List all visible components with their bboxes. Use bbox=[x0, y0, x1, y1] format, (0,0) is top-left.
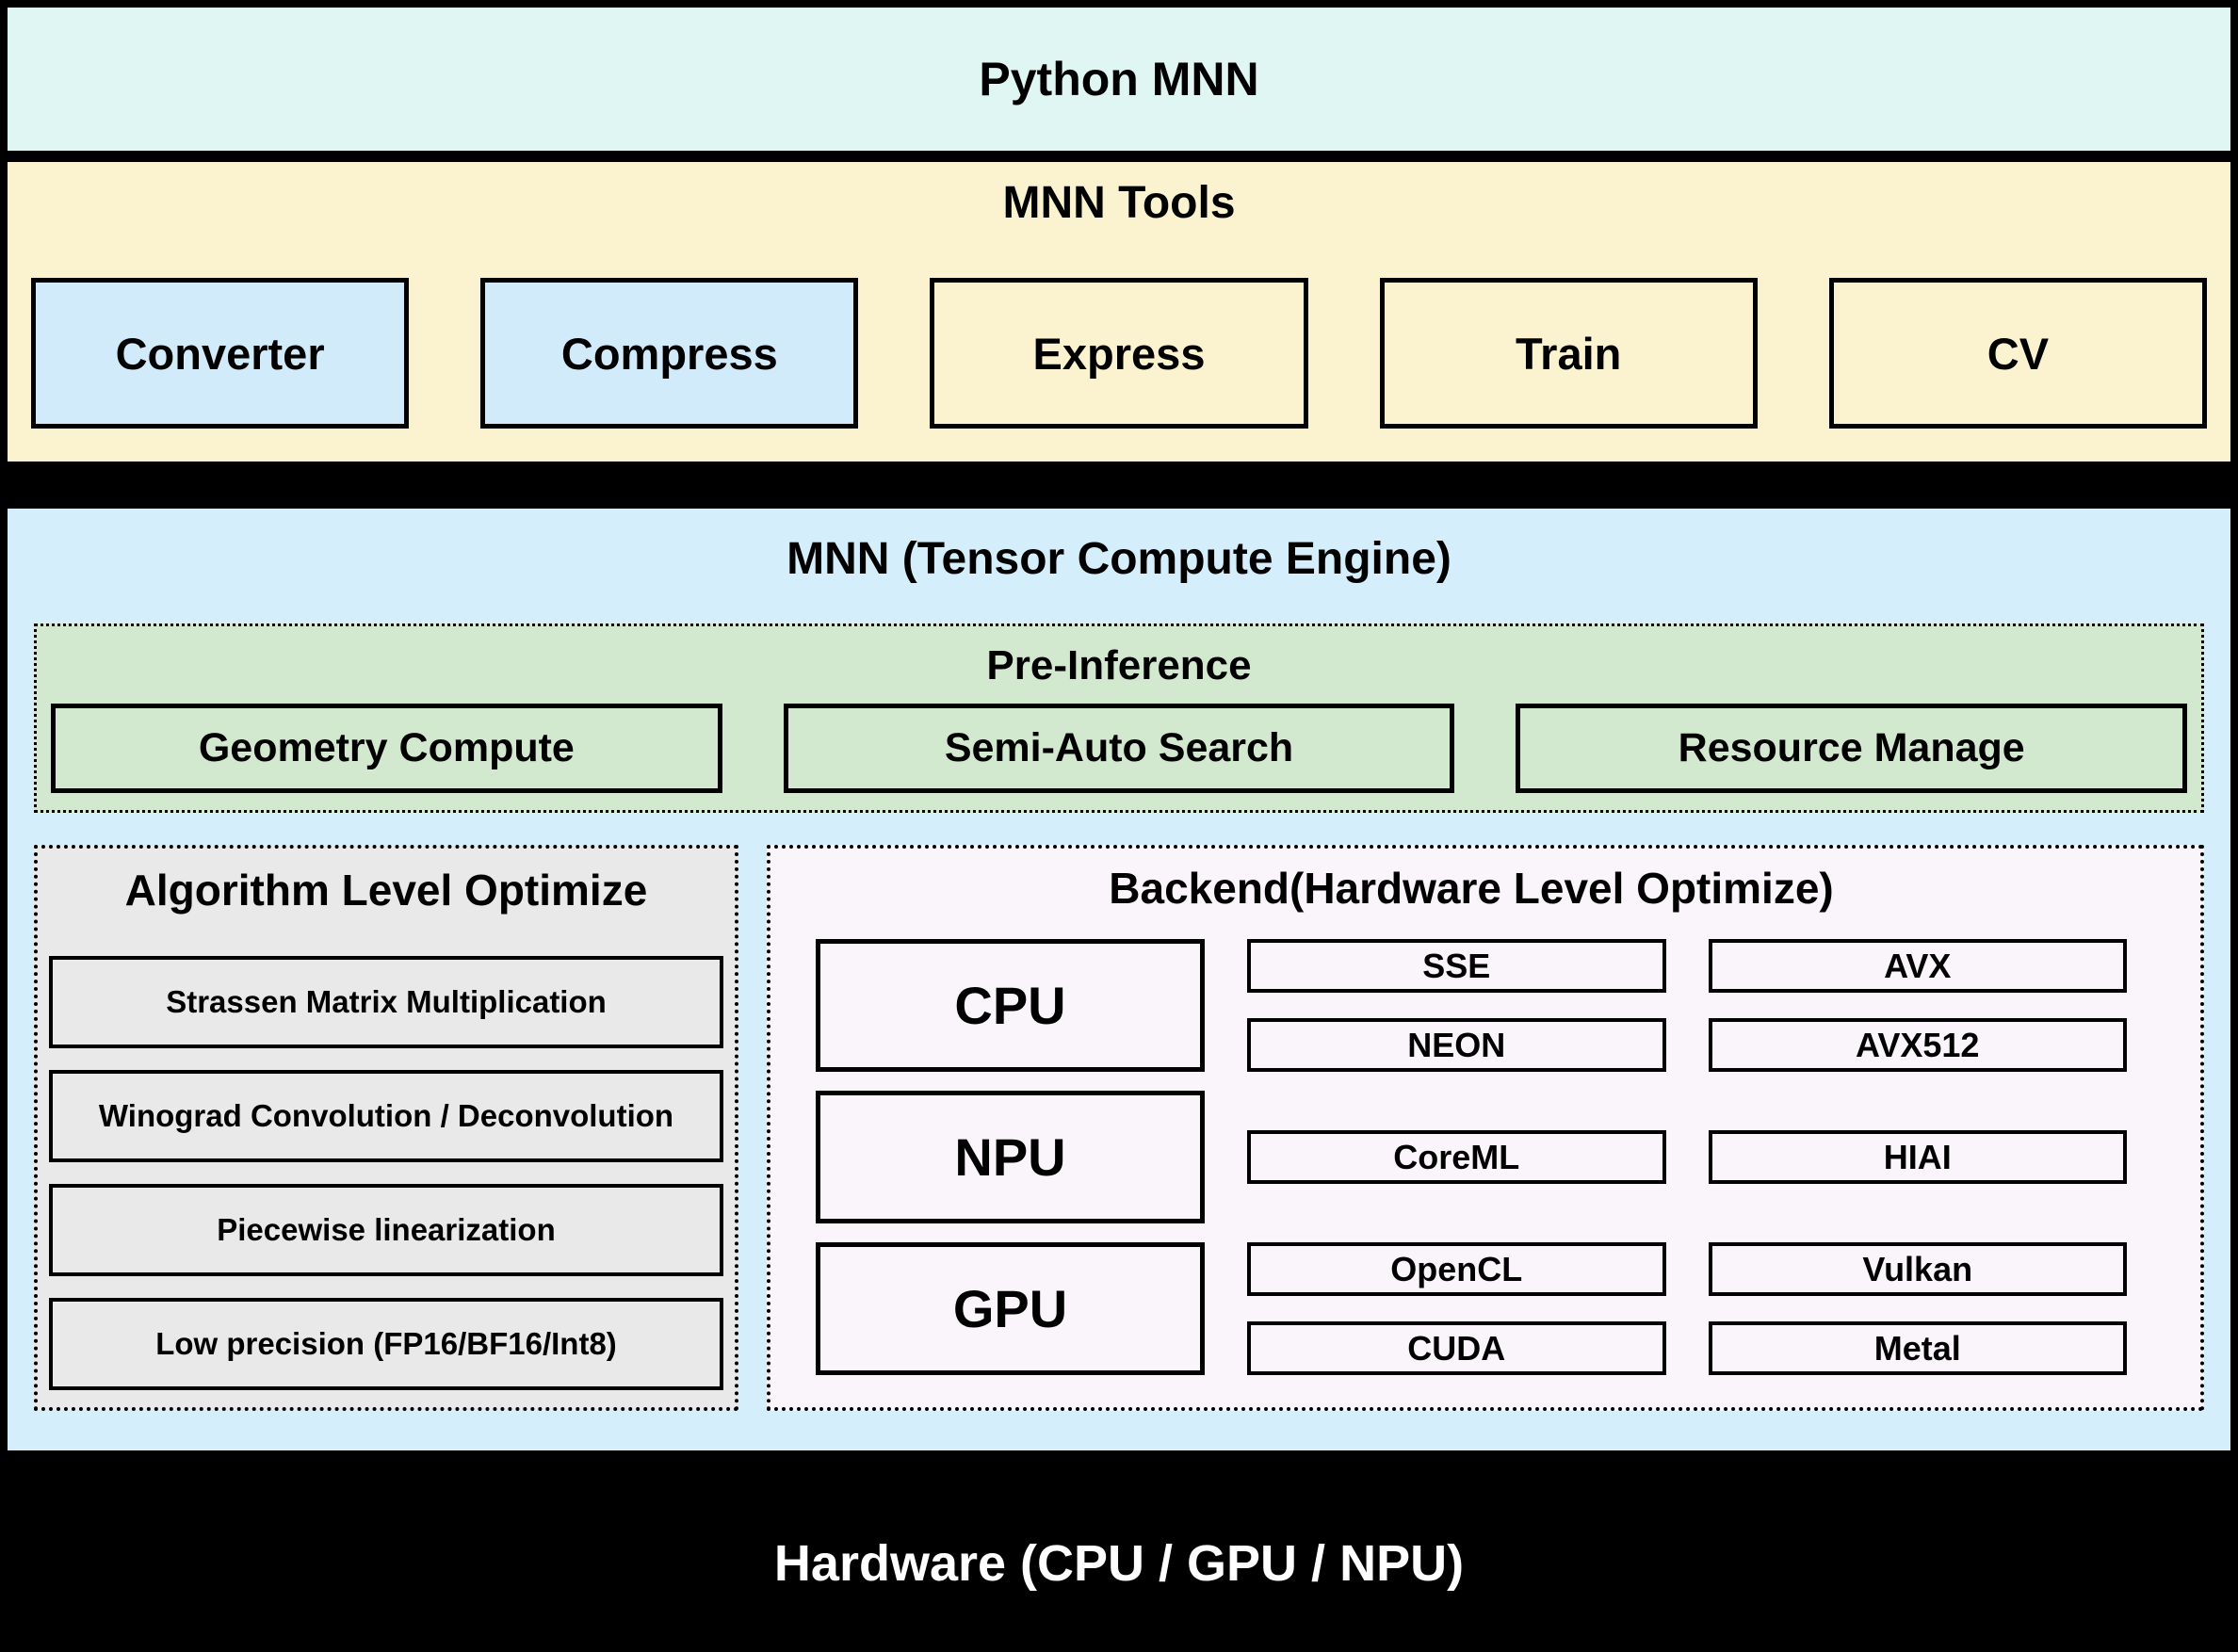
tool-box-converter: Converter bbox=[31, 278, 410, 429]
black-divider bbox=[8, 462, 2230, 509]
tool-box-compress: Compress bbox=[480, 278, 859, 429]
backend-box-opencl: OpenCL bbox=[1247, 1242, 1666, 1296]
backend-box-hiai: HIAI bbox=[1708, 1130, 2127, 1184]
algorithm-group: Algorithm Level Optimize Strassen Matrix… bbox=[34, 845, 738, 1411]
backend-stack-cpu-1: SSE NEON bbox=[1247, 939, 1666, 1072]
algorithm-box-strassen-matrix-multiplication: Strassen Matrix Multiplication bbox=[49, 956, 723, 1048]
engine-title: MNN (Tensor Compute Engine) bbox=[787, 534, 1451, 584]
processor-box-gpu: GPU bbox=[816, 1242, 1205, 1375]
backend-box-neon: NEON bbox=[1247, 1018, 1666, 1072]
tool-box-train: Train bbox=[1379, 278, 1758, 429]
backend-row-cpu: CPU SSE NEON AVX AVX512 bbox=[816, 939, 2127, 1072]
hardware-layer: Hardware (CPU / GPU / NPU) bbox=[8, 1450, 2230, 1652]
backend-box-coreml: CoreML bbox=[1247, 1130, 1666, 1184]
pre-inference-row: Geometry Compute Semi-Auto Search Resource… bbox=[51, 704, 2188, 793]
pre-inference-box-geometry-compute: Geometry Compute bbox=[51, 704, 722, 793]
backend-stack-cpu-2: AVX AVX512 bbox=[1708, 939, 2127, 1072]
backend-title: Backend(Hardware Level Optimize) bbox=[1109, 864, 1834, 913]
pre-inference-box-resource-manage: Resource Manage bbox=[1516, 704, 2188, 793]
backend-box-avx512: AVX512 bbox=[1708, 1018, 2127, 1072]
engine-columns: Algorithm Level Optimize Strassen Matrix… bbox=[34, 845, 2204, 1411]
backend-row-npu: NPU CoreML HIAI bbox=[816, 1091, 2127, 1223]
hardware-title: Hardware (CPU / GPU / NPU) bbox=[773, 1535, 1465, 1592]
processor-box-cpu: CPU bbox=[816, 939, 1205, 1072]
pre-inference-title: Pre-Inference bbox=[986, 642, 1252, 688]
pre-inference-group: Pre-Inference Geometry Compute Semi-Auto … bbox=[34, 624, 2204, 813]
tool-box-cv: CV bbox=[1828, 278, 2208, 429]
algorithm-box-winograd-convolution-deconvolution: Winograd Convolution / Deconvolution bbox=[49, 1070, 723, 1162]
python-mnn-title: Python MNN bbox=[979, 53, 1259, 105]
backend-stack-npu-2: HIAI bbox=[1708, 1091, 2127, 1223]
algorithm-title: Algorithm Level Optimize bbox=[124, 866, 648, 915]
tool-box-express: Express bbox=[930, 278, 1308, 429]
engine-layer: MNN (Tensor Compute Engine) Pre-Inferenc… bbox=[8, 509, 2230, 1450]
processor-box-npu: NPU bbox=[816, 1091, 1205, 1223]
tools-row: Converter Compress Express Train CV bbox=[31, 278, 2208, 429]
python-mnn-layer: Python MNN bbox=[8, 8, 2230, 151]
backend-box-metal: Metal bbox=[1708, 1321, 2127, 1375]
backend-box-sse: SSE bbox=[1247, 939, 1666, 993]
backend-box-cuda: CUDA bbox=[1247, 1321, 1666, 1375]
algorithm-box-piecewise-linearization: Piecewise linearization bbox=[49, 1184, 723, 1276]
mnn-tools-title: MNN Tools bbox=[1002, 178, 1236, 228]
backend-group: Backend(Hardware Level Optimize) CPU SSE N… bbox=[767, 845, 2204, 1411]
backend-box-avx: AVX bbox=[1708, 939, 2127, 993]
algorithm-box-low-precision-fp16-bf16-int8: Low precision (FP16/BF16/Int8) bbox=[49, 1298, 723, 1390]
backend-stack-npu-1: CoreML bbox=[1247, 1091, 1666, 1223]
backend-box-vulkan: Vulkan bbox=[1708, 1242, 2127, 1296]
backend-stack-gpu-1: OpenCL CUDA bbox=[1247, 1242, 1666, 1375]
pre-inference-box-semi-auto-search: Semi-Auto Search bbox=[783, 704, 1455, 793]
